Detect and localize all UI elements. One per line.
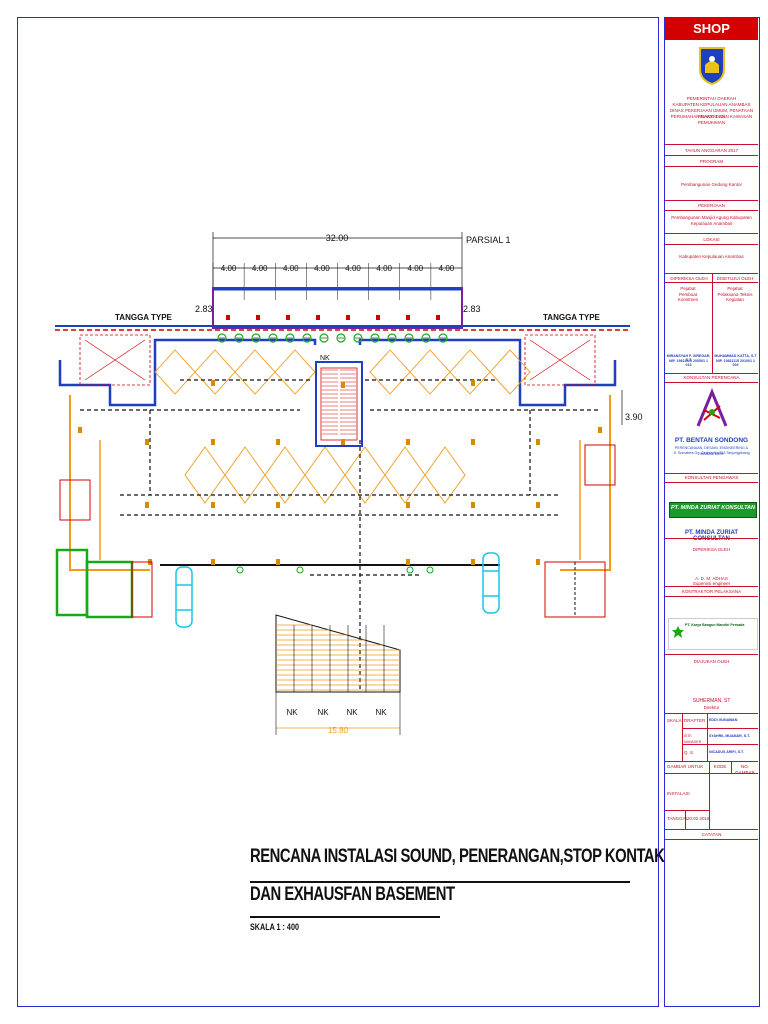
drawing-scale: SKALA 1 : 400 xyxy=(250,922,299,932)
checker-role: Supervisi engineer xyxy=(692,581,731,586)
bay-dim-4: 4.00 xyxy=(314,264,330,273)
kontraktor-logo-text: PT. Karya Bangun Mandiri Persada xyxy=(685,623,745,627)
light-fixtures xyxy=(217,315,448,574)
drawing-title-line1: RENCANA INSTALASI SOUND, PENERANGAN,STOP… xyxy=(250,846,665,867)
perencana-sub: PERENCANAAN, DESAIN, ENGINEERING & MANAJ… xyxy=(674,446,749,456)
drafter-label: DRAFTER xyxy=(684,718,706,723)
bay-dim-6: 4.00 xyxy=(376,264,392,273)
bay-dimensions: 4.00 4.00 4.00 4.00 4.00 4.00 4.00 4.00 xyxy=(212,263,455,300)
qc-label: Q. S xyxy=(684,750,694,755)
diajukan-label: DIAJUKAN OLEH xyxy=(693,659,730,664)
konsultan-perencana-label: KONSULTAN PERENCANA xyxy=(683,375,740,380)
qc-name: NICADUS ARIFI, S.T. xyxy=(709,750,744,754)
bay-dim-3: 4.00 xyxy=(283,264,299,273)
building-outline xyxy=(58,338,617,571)
regency-emblem-icon xyxy=(699,47,725,85)
bay-dim-5: 4.00 xyxy=(345,264,361,273)
tanggal-value: 20.02.2018 xyxy=(687,816,710,821)
partial-label: PARSIAL 1 xyxy=(466,235,511,245)
perencana-name: PT. BENTAN SONDONG xyxy=(674,437,749,444)
dim-right-283: 2.83 xyxy=(463,304,481,314)
owner-line-4: PERUMAHAN RAKYAT DAN KAWASAN PEMUKIMAN xyxy=(670,114,753,125)
nk-bottom-2: NK xyxy=(317,708,329,717)
car-right xyxy=(482,552,500,614)
instalasi-value: INSTALASI xyxy=(667,791,690,796)
lokasi-value: Kabupaten Kepulauan Anambas xyxy=(679,254,744,259)
dim-left-283: 2.83 xyxy=(195,304,213,314)
pengawas-name: PT. MINDA ZURIAT CONSULTAN xyxy=(685,530,738,542)
pptk-name: MUHAMMAD KATTA, S.T xyxy=(714,354,757,358)
perencana-logo-icon xyxy=(696,388,728,427)
bay-dim-8: 4.00 xyxy=(439,264,455,273)
director-name: SUHERMAN, ST xyxy=(692,698,731,704)
ramp-dim: 15.80 xyxy=(328,726,349,735)
sheet-border xyxy=(17,17,659,1007)
nk-bottom-4: NK xyxy=(375,708,387,717)
disetujui-label: DISETUJUI OLEH xyxy=(716,276,754,281)
dim-overall-label: 32.00 xyxy=(326,233,349,243)
pengawas-logo-icon: PT. MINDA ZURIAT KONSULTAN xyxy=(669,502,757,518)
gambar-untuk-label: GAMBAR UNTUK xyxy=(667,764,704,769)
ppk-title: Pejabat Pembuat Komitmen xyxy=(677,286,699,302)
pengawas-logo-text: PT. MINDA ZURIAT KONSULTAN xyxy=(670,505,756,511)
star-icon xyxy=(672,626,684,638)
bay-dim-2: 4.00 xyxy=(252,264,268,273)
drafter-name: EDDI GUNAWAN xyxy=(709,718,738,722)
title-rule-2 xyxy=(250,916,440,918)
catatan-label: CATATAN xyxy=(701,832,722,837)
no-gambar-label: NO. GAMBAR xyxy=(735,764,755,775)
center-stair xyxy=(315,361,363,447)
shop-drawing-header: SHOP DRAWING xyxy=(665,18,758,58)
ramp-nk-labels: NK NK NK NK xyxy=(286,708,387,717)
pekerjaan-label: PEKERJAAN xyxy=(698,203,725,208)
bay-dim-1: 4.00 xyxy=(221,264,237,273)
kontraktor-logo-icon: PT. Karya Bangun Mandiri Persada xyxy=(668,618,758,650)
skala-label: SKALA xyxy=(667,718,682,723)
nk-center-label: NK xyxy=(320,355,330,362)
parking-markings xyxy=(154,349,531,504)
dim-right-390: 3.90 xyxy=(625,412,643,422)
tanggal-label: TANGGAL xyxy=(667,816,689,821)
nk-bottom-1: NK xyxy=(286,708,298,717)
title-block: SHOP DRAWING PEMERINTAH DAERAH KABUPATEN… xyxy=(664,17,760,1007)
checker-name: A. D. M. ADHAS xyxy=(695,576,728,581)
ppk-name: MIRANSYAH P. SIREGAR, S.T xyxy=(666,354,711,363)
bay-dim-7: 4.00 xyxy=(408,264,424,273)
structural-columns xyxy=(78,380,602,565)
stair-room-right xyxy=(524,334,616,618)
diperiksa-label: DIPERIKSA OLEH xyxy=(670,276,708,281)
site-manager-name: SYAHRIL MUAMAR, S.T. xyxy=(709,734,750,738)
owner-line-2: KABUPATEN KEPULAUAN ANAMBAS xyxy=(672,102,751,107)
ramp xyxy=(275,614,401,693)
program-label: PROGRAM xyxy=(699,159,724,164)
stair-room-left xyxy=(55,334,153,619)
owner-line-1: PEMERINTAH DAERAH xyxy=(686,96,737,101)
circuit-lines xyxy=(80,379,600,690)
program-value: Pembangunan Gedung Kantor xyxy=(680,182,743,187)
nk-bottom-3: NK xyxy=(346,708,358,717)
ppk-nip: NIP. 19811125 200501 1 015 xyxy=(668,359,709,368)
director-role: Direktur xyxy=(703,705,720,710)
stair-left-label: TANGGA TYPE xyxy=(115,313,173,322)
lokasi-label: LOKASI xyxy=(703,237,720,242)
konsultan-pengawas-label: KONSULTAN PENGAWAS xyxy=(684,475,739,480)
kode-label: KODE xyxy=(713,764,727,769)
tahun-anggaran: TAHUN ANGGARAN 2017 xyxy=(684,148,739,153)
stair-right-label: TANGGA TYPE xyxy=(543,313,601,322)
car-left xyxy=(175,566,193,628)
kontraktor-label: KONTRAKTOR PELAKSANA xyxy=(681,589,742,594)
owner-line-3: DINAS PEKERJAAN UMUM, PENATAAN RUANG DAN xyxy=(669,108,754,119)
site-manager-label: SITE MANAGER xyxy=(684,734,702,744)
pptk-nip: NIP. 19811115 201001 1 003 xyxy=(716,359,755,368)
diperiksa-oleh-label: DIPERIKSA OLEH xyxy=(692,547,731,552)
perencana-address: Jl. Sumatera Gg. Delima No.28A Tanjungpi… xyxy=(673,451,750,455)
pptk-title: Pejabat Pelaksana Teknis Kegiatan xyxy=(717,286,753,302)
pekerjaan-value: Pembangunan Masjid Agung Kabupaten Kepul… xyxy=(671,215,752,226)
title-rule-1 xyxy=(250,881,630,883)
drawing-title-line2: DAN EXHAUSFAN BASEMENT xyxy=(250,884,455,905)
